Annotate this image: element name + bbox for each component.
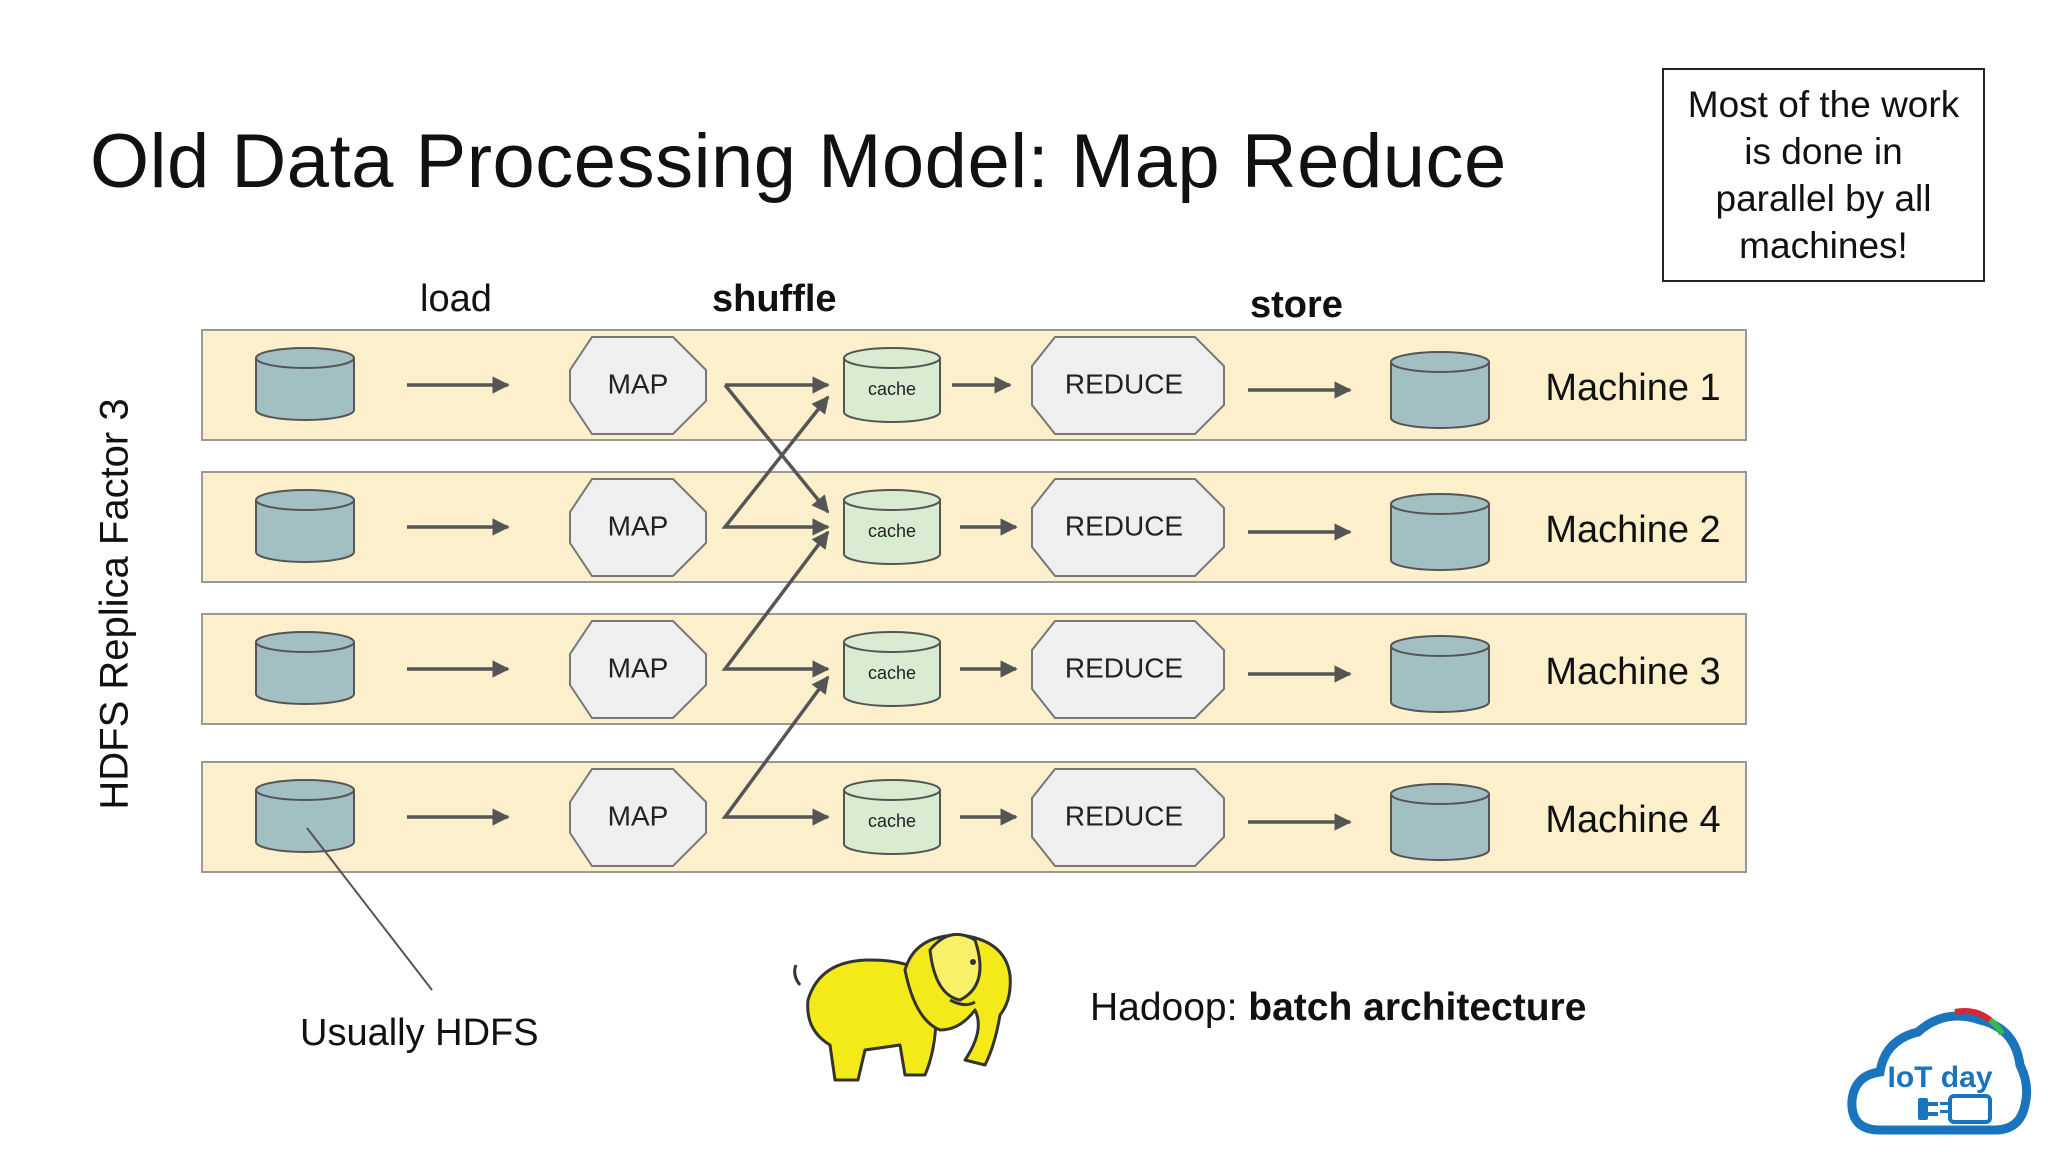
machine-name: Machine 1 (1545, 367, 1720, 409)
hdfs-callout-line (306, 827, 433, 991)
shuffle-arrow (721, 530, 830, 678)
reduce-label: REDUCE (1065, 510, 1183, 541)
shuffle-arrows (721, 376, 830, 826)
usually-hdfs-label: Usually HDFS (300, 1012, 539, 1054)
slide-title: Old Data Processing Model: Map Reduce (90, 119, 1507, 204)
shuffle-arrow (723, 383, 830, 514)
cache-label: cache (868, 521, 916, 541)
source-db-icon (255, 489, 355, 563)
reduce-node (1031, 768, 1225, 867)
map-node (569, 478, 707, 577)
machine-name: Machine 3 (1545, 651, 1720, 693)
source-db-icon (255, 631, 355, 705)
output-db-icon (1390, 493, 1490, 571)
map-label: MAP (608, 800, 669, 831)
shuffle-arrow (721, 675, 830, 826)
reduce-label: REDUCE (1065, 652, 1183, 683)
map-label: MAP (608, 510, 669, 541)
map-label: MAP (608, 368, 669, 399)
cache-label: cache (868, 663, 916, 683)
iot-day-logo: IoT day (1847, 1008, 2032, 1135)
map-node (569, 336, 707, 435)
reduce-node (1031, 620, 1225, 719)
machine-row-1: MAP cache REDUCE Machine 1 (201, 329, 1747, 441)
parallel-note-box: Most of the work is done in parallel by … (1662, 68, 1985, 282)
cache-db-icon (843, 631, 941, 707)
store-step-label: store (1250, 284, 1343, 326)
output-db-icon (1390, 351, 1490, 429)
hadoop-caption-emphasis: batch architecture (1248, 986, 1587, 1029)
cache-label: cache (868, 811, 916, 831)
source-db-icon (255, 347, 355, 421)
output-db-icon (1390, 635, 1490, 713)
map-label: MAP (608, 652, 669, 683)
cache-db-icon (843, 347, 941, 423)
reduce-label: REDUCE (1065, 800, 1183, 831)
shuffle-arrow (721, 395, 830, 536)
machine-name: Machine 4 (1545, 799, 1720, 841)
load-step-label: load (420, 278, 492, 320)
hadoop-elephant-logo (793, 932, 1012, 1082)
source-db-icon (255, 779, 355, 853)
machine-row-3: MAP cache REDUCE Machine 3 (201, 613, 1747, 725)
output-db-icon (1390, 783, 1490, 861)
reduce-node (1031, 336, 1225, 435)
map-node (569, 620, 707, 719)
plug-icon (1918, 1094, 1992, 1124)
logo-text: IoT day (1887, 1061, 1992, 1094)
hadoop-caption-prefix: Hadoop: (1090, 986, 1249, 1029)
machine-row-4: MAP cache REDUCE Machine 4 (201, 761, 1747, 873)
reduce-node (1031, 478, 1225, 577)
reduce-label: REDUCE (1065, 368, 1183, 399)
shuffle-step-label: shuffle (712, 278, 837, 320)
machine-name: Machine 2 (1545, 509, 1720, 551)
map-node (569, 768, 707, 867)
cache-label: cache (868, 379, 916, 399)
machine-row-2: MAP cache REDUCE Machine 2 (201, 471, 1747, 583)
hadoop-caption: Hadoop: batch architecture (1090, 986, 1586, 1030)
cache-db-icon (843, 489, 941, 565)
cloud-icon (1847, 1011, 2032, 1135)
cache-db-icon (843, 779, 941, 855)
